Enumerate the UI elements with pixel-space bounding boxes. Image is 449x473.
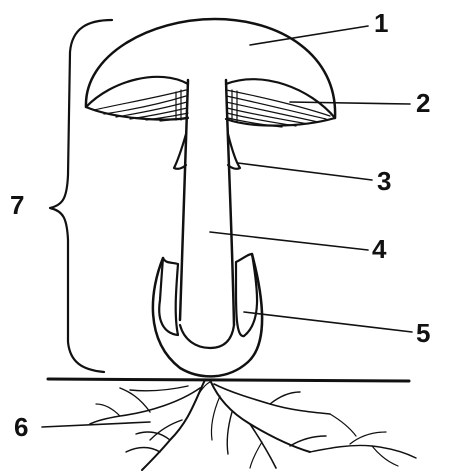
label-4: 4 (372, 234, 387, 264)
volva-outer (153, 254, 262, 376)
leader-line-4 (210, 232, 368, 250)
mushroom-stem-right (226, 80, 234, 325)
mushroom-cap (86, 19, 335, 118)
leader-line-3 (238, 163, 372, 180)
fruiting-body-brace (50, 20, 112, 372)
label-3: 3 (377, 166, 391, 196)
cap-underside-left (86, 77, 188, 107)
volva-inner-left (159, 258, 178, 335)
leader-line-6 (42, 422, 150, 427)
leader-line-5 (244, 312, 412, 332)
mycelium (90, 380, 416, 470)
volva-base (180, 325, 234, 348)
label-5: 5 (416, 318, 430, 348)
label-1: 1 (374, 8, 388, 38)
volva-inner-right (236, 254, 257, 336)
label-7: 7 (10, 190, 24, 220)
label-2: 2 (416, 88, 430, 118)
gills-right (226, 90, 335, 127)
leader-line-2 (290, 102, 410, 104)
label-6: 6 (14, 412, 28, 442)
ground-line (48, 379, 409, 381)
